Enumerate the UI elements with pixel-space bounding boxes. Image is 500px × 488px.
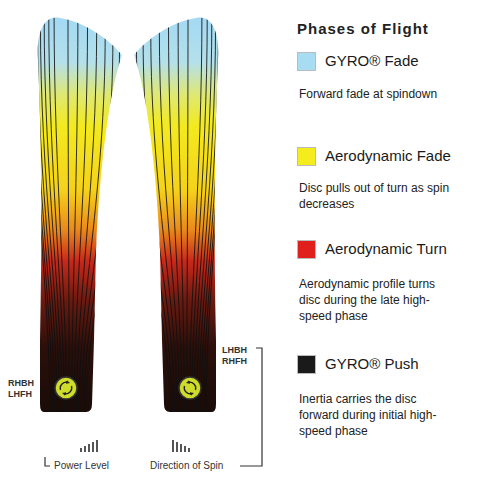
flight-line <box>54 14 67 415</box>
legend-label: GYRO® Fade <box>325 52 419 69</box>
throw-label: RHFH <box>222 355 247 367</box>
flight-line <box>151 33 177 415</box>
throw-label: RHBH <box>8 377 34 389</box>
legend-swatch <box>297 52 316 71</box>
throw-label: LHFH <box>8 388 32 400</box>
flight-line <box>199 27 219 415</box>
flight-line <box>68 15 69 415</box>
legend-swatch <box>297 240 316 259</box>
flight-line <box>131 51 170 415</box>
flight-line <box>49 14 65 415</box>
power-bars <box>80 440 98 452</box>
phase-description: Aerodynamic profile turns disc during th… <box>299 276 459 325</box>
phase-description: Disc pulls out of turn as spin decreases <box>299 180 459 212</box>
spin-arrow <box>188 382 196 390</box>
flight-line <box>86 51 125 415</box>
bracket <box>45 457 50 466</box>
flight-lines <box>35 14 125 415</box>
legend-label: Aerodynamic Turn <box>325 240 447 257</box>
legend-swatch <box>297 355 316 374</box>
spin-icon <box>55 377 77 399</box>
spin-disc <box>55 377 77 399</box>
legend-swatch <box>297 147 316 166</box>
spin-arrow <box>64 386 72 394</box>
axis-label: Power Level <box>54 459 109 473</box>
flight-line <box>38 27 58 415</box>
flight-shape <box>131 14 221 415</box>
legend-label: Aerodynamic Fade <box>325 147 451 164</box>
legend-label: GYRO® Push <box>325 355 419 372</box>
spin-icon <box>179 377 201 399</box>
spin-bars <box>172 440 190 452</box>
legend-item: Aerodynamic Turn <box>297 240 487 262</box>
legend-item: GYRO® Push <box>297 355 487 377</box>
title: Phases of Flight <box>297 20 429 37</box>
axis-label: Direction of Spin <box>150 459 223 473</box>
flight-lines <box>131 14 221 415</box>
flight-line <box>192 14 208 415</box>
spin-disc <box>179 377 201 399</box>
spin-arrow <box>184 386 192 394</box>
phase-description: Forward fade at spindown <box>299 86 459 102</box>
flight-line <box>189 14 202 415</box>
flight-line <box>79 33 105 415</box>
legend-item: Aerodynamic Fade <box>297 147 487 169</box>
flight-line <box>187 15 188 415</box>
legend-item: GYRO® Fade <box>297 52 487 74</box>
throw-label: LHBH <box>222 344 247 356</box>
flight-shape <box>35 14 125 415</box>
flight-paths <box>35 14 221 415</box>
spin-arrow <box>60 382 68 390</box>
phase-description: Inertia carries the disc forward during … <box>299 391 459 440</box>
